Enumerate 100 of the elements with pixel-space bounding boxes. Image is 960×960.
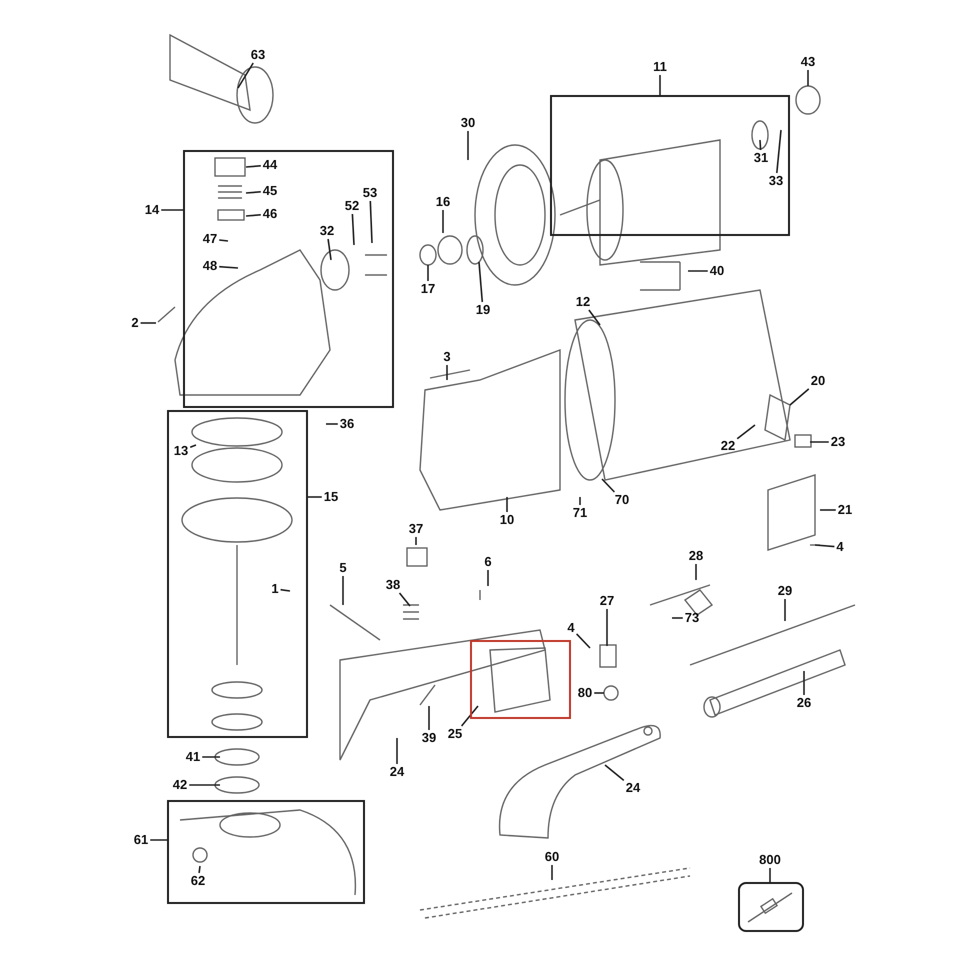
- callout-number: 15: [324, 490, 338, 504]
- callout-number: 63: [250, 48, 266, 62]
- callout-number: 23: [830, 435, 846, 449]
- leader-line: [140, 322, 156, 324]
- callout-number: 32: [320, 224, 334, 238]
- leader-line: [478, 262, 484, 302]
- callout-number: 6: [484, 555, 492, 569]
- callout-number: 24: [390, 765, 404, 779]
- leader-line: [606, 609, 608, 646]
- callout-number: 4: [567, 621, 575, 635]
- leader-line: [601, 478, 615, 493]
- leader-line: [342, 576, 344, 605]
- leader-line: [202, 756, 220, 758]
- callout-number: 48: [202, 259, 218, 273]
- leader-line: [190, 444, 196, 448]
- callout-number: 53: [362, 186, 378, 200]
- leader-line: [398, 592, 411, 606]
- callout-number: 70: [614, 493, 630, 507]
- callout-number: 31: [754, 151, 768, 165]
- callout-number: 44: [262, 158, 278, 172]
- callout-number: 22: [720, 439, 736, 453]
- callout-number: 29: [778, 584, 792, 598]
- leader-line: [814, 544, 834, 548]
- callout-number: 21: [838, 503, 852, 517]
- callout-number: 38: [386, 578, 400, 592]
- callout-number: 47: [202, 232, 218, 246]
- leader-line: [326, 423, 338, 425]
- leader-line: [219, 239, 228, 242]
- callout-number: 800: [759, 853, 781, 867]
- callout-number: 60: [544, 850, 560, 864]
- leader-line: [576, 633, 591, 649]
- leader-line: [594, 692, 604, 694]
- leader-line: [759, 140, 762, 150]
- callout-number: 61: [134, 833, 148, 847]
- callout-number: 1: [271, 582, 279, 596]
- callout-number: 14: [144, 203, 160, 217]
- callout-number: 71: [572, 506, 588, 520]
- highlight-frame: [470, 640, 571, 719]
- leader-line: [396, 738, 398, 764]
- leader-line: [428, 706, 430, 730]
- leader-line: [659, 75, 661, 95]
- leader-line: [588, 310, 601, 326]
- leader-line: [427, 265, 429, 281]
- leader-line: [784, 599, 786, 621]
- leader-line: [280, 588, 290, 592]
- callout-number: 46: [262, 207, 278, 221]
- callout-number: 73: [684, 611, 700, 625]
- leader-line: [237, 62, 254, 88]
- leader-line: [467, 131, 469, 160]
- callout-number: 13: [174, 444, 188, 458]
- leader-line: [415, 537, 417, 545]
- leader-line: [487, 570, 489, 586]
- callout-number: 2: [131, 316, 139, 330]
- leader-line: [736, 424, 756, 440]
- callout-number: 52: [344, 199, 360, 213]
- callout-number: 39: [422, 731, 436, 745]
- group-frame: [183, 150, 394, 408]
- leader-line: [807, 70, 809, 86]
- callout-number: 25: [448, 727, 462, 741]
- callout-number: 45: [262, 184, 278, 198]
- leader-line: [803, 671, 805, 695]
- leader-line: [820, 509, 836, 511]
- callout-number: 17: [420, 282, 436, 296]
- callout-number: 28: [688, 549, 704, 563]
- leader-line: [161, 209, 183, 211]
- leader-line: [219, 266, 238, 269]
- callout-number: 33: [768, 174, 784, 188]
- callout-number: 27: [600, 594, 614, 608]
- leader-line: [695, 564, 697, 580]
- leader-line: [551, 865, 553, 880]
- callout-number: 10: [500, 513, 514, 527]
- leader-line: [446, 365, 448, 380]
- leader-line: [789, 388, 810, 406]
- callout-number: 11: [653, 60, 667, 74]
- callout-number: 42: [172, 778, 188, 792]
- leader-line: [604, 764, 624, 782]
- leader-line: [352, 214, 355, 246]
- leader-line: [506, 497, 508, 512]
- callout-number: 20: [810, 374, 826, 388]
- leader-line: [150, 839, 167, 841]
- callout-number: 40: [710, 264, 724, 278]
- leader-line: [442, 210, 444, 233]
- callout-number: 4: [836, 540, 844, 554]
- leader-line: [246, 191, 261, 194]
- group-frame: [738, 882, 804, 932]
- leader-line: [460, 706, 479, 726]
- leader-line: [688, 270, 708, 272]
- callout-number: 12: [576, 295, 590, 309]
- callout-number: 24: [626, 781, 640, 795]
- leader-line: [246, 165, 261, 168]
- group-frame: [167, 800, 365, 904]
- leader-line: [308, 496, 322, 498]
- callout-number: 16: [436, 195, 450, 209]
- group-frame: [550, 95, 790, 236]
- callout-number: 37: [408, 522, 424, 536]
- callout-number: 30: [460, 116, 476, 130]
- leader-line: [246, 214, 261, 217]
- leader-line: [327, 238, 332, 260]
- callout-number: 80: [578, 686, 592, 700]
- leader-line: [776, 130, 782, 174]
